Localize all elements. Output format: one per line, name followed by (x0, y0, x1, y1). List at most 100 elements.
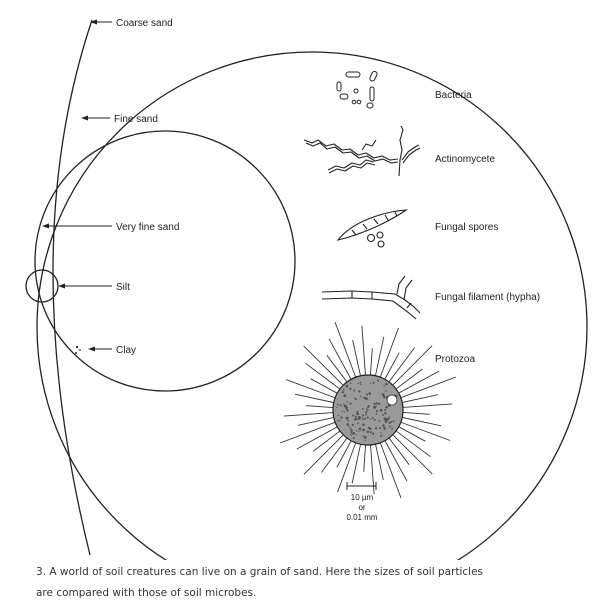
protozoa-granule (357, 422, 359, 425)
protozoa-granule (362, 418, 364, 421)
fine-sand-label: Fine sand (114, 114, 158, 125)
protozoa-spine (303, 345, 345, 388)
figure-caption: 3. A world of soil creatures can live on… (36, 562, 576, 604)
protozoa-granule (358, 430, 360, 432)
protozoa-granule (372, 432, 375, 435)
protozoa-granule (364, 439, 366, 441)
protozoa-spine (334, 321, 357, 380)
protozoa-spine (336, 438, 353, 468)
scale-bar-mm: 0.01 mm (346, 513, 377, 522)
protozoa-granule (352, 431, 356, 435)
protozoa-granule (345, 416, 348, 419)
protozoa-granule (354, 398, 357, 401)
protozoa-granule (376, 410, 379, 413)
protozoa-granule (337, 414, 340, 417)
protozoa-granule (375, 413, 378, 415)
protozoa-granule (359, 395, 362, 398)
protozoa-granule (358, 390, 361, 393)
protozoa-granule (392, 420, 395, 423)
silt-label: Silt (116, 282, 130, 293)
protozoa-granule (336, 406, 338, 408)
protozoa-spine (279, 421, 338, 444)
protozoa-granule (378, 420, 381, 422)
protozoa-spine (387, 347, 416, 384)
clay-label: Clay (116, 345, 136, 356)
protozoa-granule (340, 416, 343, 419)
protozoa-granule (357, 382, 359, 385)
protozoa-granule (379, 408, 383, 412)
protozoa-granule (385, 412, 387, 414)
protozoa-granule (375, 405, 377, 407)
protozoa-granule (353, 418, 356, 421)
very-fine-sand-circle (34, 130, 296, 392)
protozoa-granule (362, 428, 365, 432)
protozoa-granule (337, 403, 339, 406)
protozoa-granule (346, 409, 349, 412)
protozoa-granule (361, 407, 364, 410)
protozoa-spine (400, 411, 430, 415)
protozoa-granule (366, 393, 368, 396)
protozoa-granule (339, 404, 342, 407)
protozoa-spine (285, 379, 338, 399)
protozoa-granule (345, 384, 349, 388)
protozoa-granule (388, 425, 391, 428)
protozoa-granule (339, 420, 341, 422)
protozoa-granule (383, 396, 386, 399)
protozoa-spine (369, 348, 373, 378)
protozoa-spine (391, 432, 433, 475)
protozoa-granule (383, 426, 386, 430)
protozoa-granule (356, 412, 360, 416)
protozoa-granule (350, 434, 352, 436)
protozoa-granule (352, 414, 355, 417)
protozoa-granule (354, 415, 357, 418)
protozoa-granule (362, 414, 365, 417)
protozoa-granule (343, 411, 345, 413)
protozoa-spine (383, 352, 400, 382)
protozoa-granule (380, 432, 382, 434)
protozoa-spine (374, 336, 385, 378)
protozoa-spine (390, 345, 433, 387)
protozoa-spine (369, 442, 375, 495)
protozoa-granule (373, 419, 375, 421)
protozoa-granule (374, 427, 378, 430)
protozoa-granule (350, 429, 353, 432)
protozoa-granule (389, 420, 393, 424)
protozoa-granule (367, 405, 370, 407)
protozoa-granule (346, 423, 349, 426)
protozoa-spine (296, 425, 340, 450)
protozoa-granule (388, 416, 391, 419)
protozoa-spine (283, 411, 336, 417)
protozoa-granule (362, 423, 365, 427)
protozoa-spine (379, 440, 402, 499)
protozoa-granule (385, 382, 388, 386)
fungal-filament-label: Fungal filament (hypha) (435, 292, 540, 303)
protozoa-granule (375, 402, 379, 405)
protozoa-granule (372, 381, 375, 384)
protozoa-spine (400, 403, 453, 409)
protozoa-label: Protozoa (435, 354, 475, 365)
protozoa-granule (373, 405, 377, 409)
protozoa-spine (387, 436, 410, 465)
protozoa-spine (320, 436, 349, 473)
protozoa-spine (400, 394, 438, 404)
protozoa-granule (369, 431, 372, 434)
protozoa-granule (378, 402, 381, 406)
protozoa-granule (337, 419, 339, 422)
protozoa-granule (373, 402, 376, 405)
fungal-filament-drawing (321, 275, 421, 320)
protozoa-granule (351, 423, 354, 426)
protozoa-granule (363, 417, 366, 420)
protozoa-granule (384, 390, 387, 392)
protozoa-granule (366, 408, 369, 412)
protozoa-granule (377, 379, 380, 382)
protozoa-granule (355, 434, 358, 436)
protozoa-granule (343, 394, 347, 398)
scale-bar (346, 482, 377, 490)
protozoa-granule (352, 436, 355, 439)
protozoa-granule (388, 422, 391, 425)
protozoa-spine (352, 340, 362, 378)
protozoa-granule (346, 400, 348, 403)
protozoa-spine (361, 325, 367, 378)
protozoa-granule (354, 397, 356, 399)
protozoa-granule (379, 435, 382, 438)
